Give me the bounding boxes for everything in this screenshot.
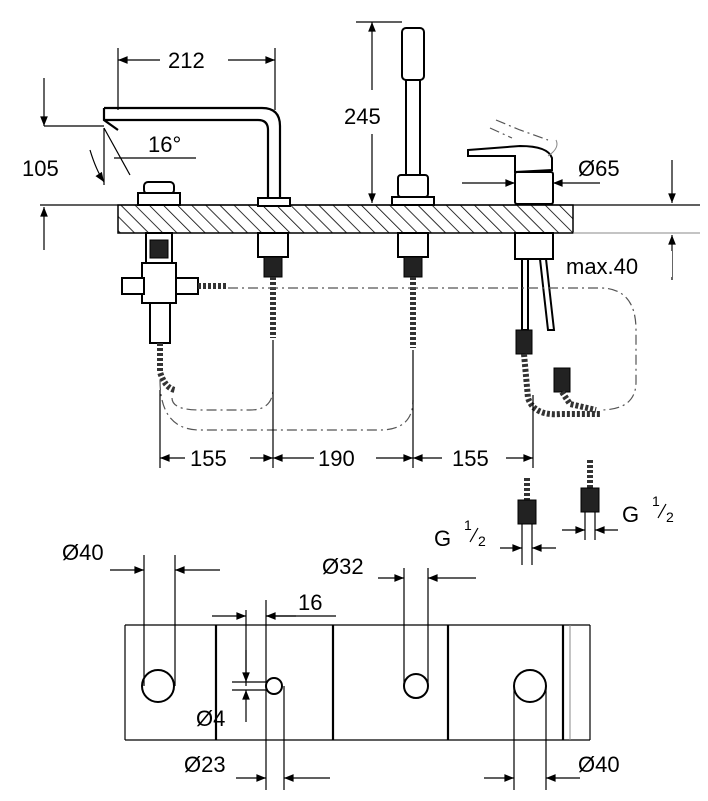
deck-section [40, 204, 700, 234]
dim-pin-hole: Ø23 [184, 686, 330, 790]
thread-left-num: 1 [464, 517, 472, 533]
thread-right-label: G [622, 502, 639, 527]
pin-offset-label: 16 [298, 590, 322, 615]
dim-hole-right: Ø40 [484, 686, 620, 790]
pin-diameter-label: Ø4 [196, 706, 225, 731]
holes [141, 669, 547, 703]
hose-routing [159, 287, 637, 431]
thread-left-label: G [434, 526, 451, 551]
diverter-knob [137, 181, 181, 206]
mixer-diameter-label: Ø65 [578, 156, 620, 181]
spacing-left-label: 155 [190, 446, 227, 471]
deck-thickness-label: max.40 [566, 254, 638, 279]
dim-hole-left: Ø40 [62, 540, 220, 686]
mixer [467, 119, 558, 205]
thread-right-den: 2 [666, 509, 674, 525]
spout-angle-label: 16° [148, 132, 181, 157]
hole-right-diameter-label: Ø40 [578, 752, 620, 777]
hand-shower [391, 27, 435, 206]
dim-105: 105 [22, 78, 104, 250]
hole-left-diameter-label: Ø40 [62, 540, 104, 565]
shower-height-label: 245 [344, 104, 381, 129]
pin-hole-diameter-label: Ø23 [184, 752, 226, 777]
spacing-middle-label: 190 [318, 446, 355, 471]
dim-max40: max.40 [562, 235, 676, 280]
dim-hole-middle: Ø32 [322, 554, 476, 686]
spout-reach-label: 212 [168, 48, 205, 73]
dim-245: 245 [344, 21, 402, 203]
thread-left-den: 2 [478, 533, 486, 549]
dim-212: 212 [117, 48, 276, 110]
dim-spacing: 155 190 155 [159, 340, 534, 471]
thread-right-num: 1 [652, 493, 660, 509]
dim-16-degree: 16° [89, 132, 196, 183]
dim-65: Ø65 [462, 156, 676, 203]
dim-pin-offset: 16 [212, 590, 336, 686]
spout-height-label: 105 [22, 156, 59, 181]
spout [102, 106, 291, 207]
deck-plan [124, 624, 591, 741]
dim-pin: Ø4 [196, 650, 268, 731]
hole-middle-diameter-label: Ø32 [322, 554, 364, 579]
spacing-right-label: 155 [452, 446, 489, 471]
under-deck-parts [121, 232, 600, 418]
thread-connectors: G 1 2 G 1 2 [434, 460, 674, 565]
